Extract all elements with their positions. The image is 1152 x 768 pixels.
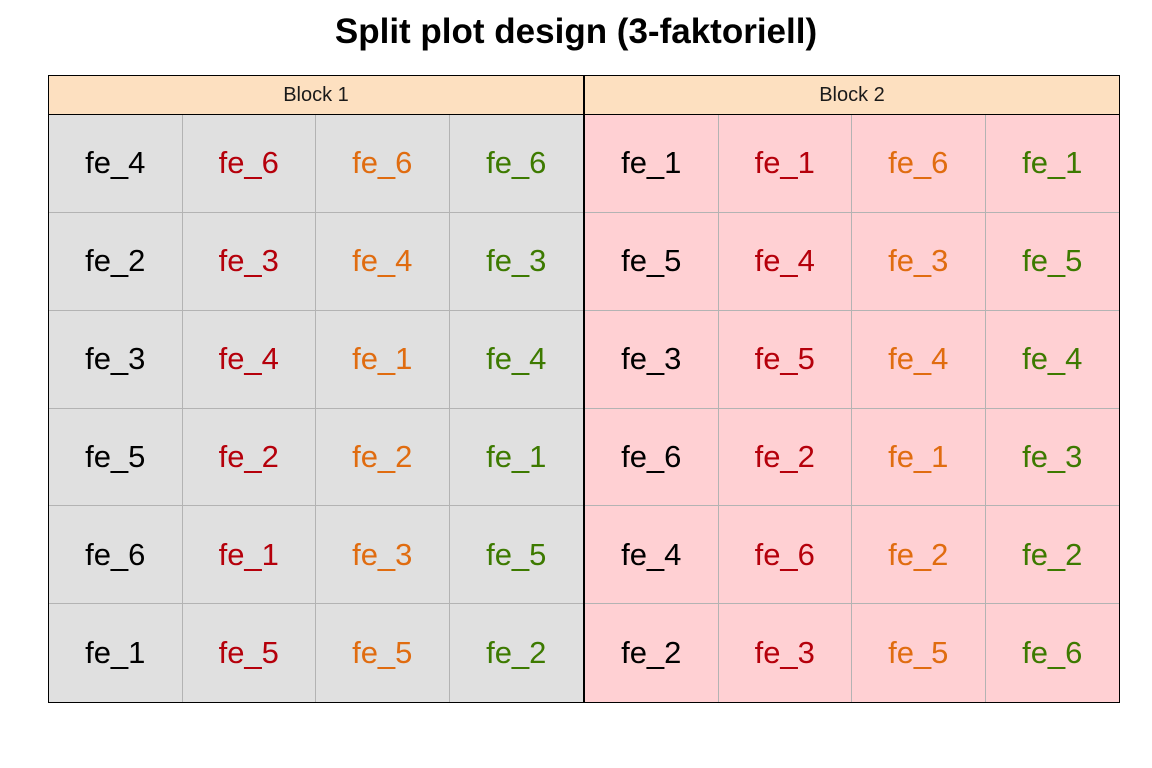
plot-cell: fe_5: [985, 213, 1119, 311]
block-strip-label: Block 1: [49, 76, 583, 115]
plot-cell: fe_3: [985, 409, 1119, 507]
plot-cell: fe_4: [182, 310, 316, 409]
plot-cell: fe_4: [316, 212, 450, 311]
plot-cell: fe_2: [985, 506, 1119, 605]
plot-cell: fe_5: [718, 310, 852, 409]
plot-cell: fe_3: [852, 212, 986, 311]
plot-cell: fe_6: [49, 506, 183, 605]
plot-cell: fe_4: [449, 311, 583, 409]
plot-cell: fe_2: [718, 408, 852, 507]
block-strip-label: Block 2: [585, 76, 1119, 115]
plot-cell: fe_3: [316, 506, 450, 605]
plot-cell: fe_1: [316, 310, 450, 409]
plot-cell: fe_6: [1022, 635, 1083, 671]
plot-cell: fe_1: [182, 506, 316, 605]
plot-cell: fe_4: [852, 310, 986, 409]
plot-cell: fe_6: [718, 506, 852, 605]
plot-cell: fe_2: [486, 635, 547, 671]
plot-cell: fe_1: [49, 604, 183, 702]
plot-cell: fe_1: [852, 408, 986, 507]
plot-cell: fe_6: [585, 408, 719, 507]
plot-cell: fe_3: [182, 212, 316, 311]
plot-cell: fe_5: [183, 604, 316, 702]
plot-cell: fe_3: [49, 310, 183, 409]
plot-cell: fe_5: [852, 604, 986, 702]
plot-cell: fe_4: [49, 115, 183, 213]
plot-cell: fe_4: [718, 212, 852, 311]
plot-cell: fe_5: [585, 212, 719, 311]
plot-cell: fe_6: [316, 115, 450, 213]
plot-cell: fe_3: [449, 213, 583, 311]
plot-cell: fe_3: [585, 310, 719, 409]
plot-cell: fe_6: [852, 115, 986, 213]
plot-cell: fe_6: [449, 115, 583, 213]
figure-title: Split plot design (3-faktoriell): [334, 12, 818, 51]
plot-cell: fe_2: [182, 408, 316, 507]
plot-cell: fe_1: [718, 115, 852, 213]
plot-cell: fe_2: [852, 506, 986, 605]
plot-cell: fe_6: [182, 115, 316, 213]
plot-cell: fe_2: [316, 408, 450, 507]
plot-cell: fe_1: [585, 115, 719, 213]
plot-cell: fe_2: [585, 604, 719, 702]
plot-cell: fe_4: [985, 311, 1119, 409]
plot-cell: fe_5: [49, 408, 183, 507]
plot-cell: fe_5: [449, 506, 583, 605]
plot-cell: fe_1: [449, 409, 583, 507]
plot-cell: fe_4: [585, 506, 719, 605]
plot-cell: fe_1: [985, 115, 1119, 213]
plot-cell: fe_3: [719, 604, 852, 702]
plot-cell: fe_2: [49, 212, 183, 311]
plot-cell: fe_5: [316, 604, 450, 702]
